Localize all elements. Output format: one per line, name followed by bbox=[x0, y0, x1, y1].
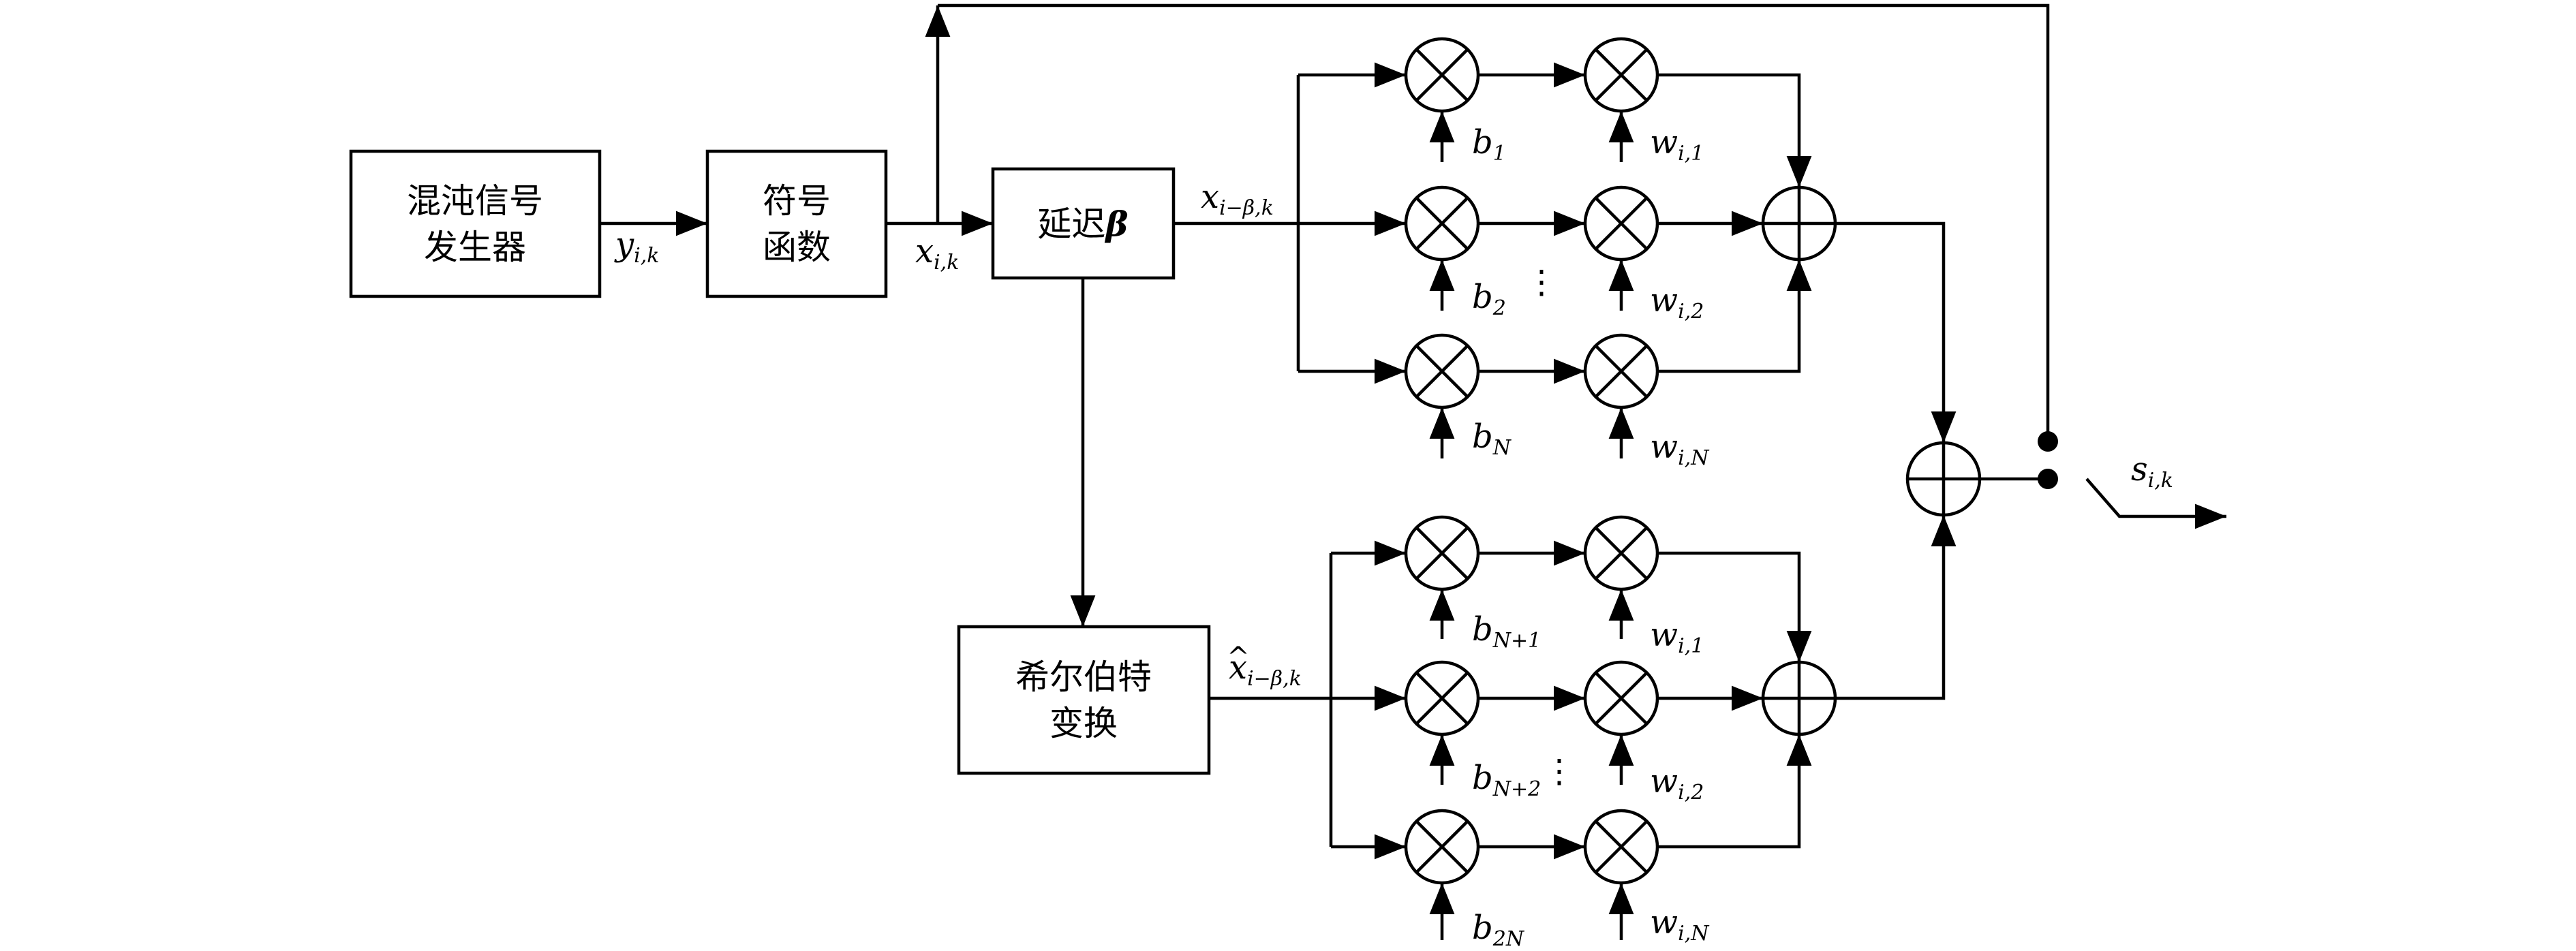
delay-block: 延迟β bbox=[991, 167, 1176, 280]
feedforward-line-top bbox=[938, 3, 2050, 441]
x-hat-accent: ^ bbox=[1227, 642, 1250, 673]
hilbert-label-line1: 希尔伯特 bbox=[1015, 657, 1152, 697]
sign-function-label-line2: 函数 bbox=[763, 228, 831, 267]
delay-label: 延迟β bbox=[1037, 204, 1128, 244]
weight-wi1-lower-label: wi,1 bbox=[1650, 616, 1704, 658]
summer-final bbox=[1905, 441, 1982, 517]
coef-b1-label: b1 bbox=[1472, 123, 1506, 166]
weight-wi1-upper-label: wi,1 bbox=[1650, 123, 1704, 166]
summer-upper bbox=[1761, 185, 1837, 262]
coef-b2-label: b2 bbox=[1472, 278, 1506, 320]
weight-wi2-lower-label: wi,2 bbox=[1650, 762, 1704, 805]
multiplier-bN2 bbox=[1404, 660, 1480, 736]
sign-function-label-line1: 符号 bbox=[763, 181, 831, 221]
switch-output-arrow bbox=[2085, 478, 2226, 529]
multiplier-wN-lower bbox=[1583, 809, 1659, 885]
multiplier-b2 bbox=[1404, 185, 1480, 262]
signal-y-label: yi,k bbox=[614, 225, 659, 268]
multiplier-w2-upper bbox=[1583, 185, 1659, 262]
chaos-generator-label-line1: 混沌信号 bbox=[407, 181, 543, 221]
signal-x-hat-label: xi−β,k bbox=[1229, 649, 1302, 691]
weight-wiN-lower-label: wi,N bbox=[1650, 903, 1710, 946]
multiplier-w2-lower bbox=[1583, 660, 1659, 736]
hilbert-transform-block: 希尔伯特 变换 bbox=[957, 625, 1211, 775]
multiplier-b2N bbox=[1404, 809, 1480, 885]
signal-x-delayed-label: xi−β,k bbox=[1201, 178, 1274, 220]
lower-ellipsis: ⋮ bbox=[1543, 752, 1576, 790]
coef-b2N-label: b2N bbox=[1472, 909, 1525, 951]
output-switch bbox=[2038, 431, 2226, 529]
coef-bN2-label: bN+2 bbox=[1472, 759, 1541, 801]
signal-s-label: si,k bbox=[2131, 450, 2173, 493]
lower-branch: bN+1 bN+2 b2N wi,1 wi,2 wi,N ⋮ bbox=[1209, 515, 1837, 951]
sign-function-block: 符号 函数 bbox=[705, 149, 888, 298]
upper-sum-to-final bbox=[1835, 221, 1957, 443]
multiplier-w1-upper bbox=[1583, 37, 1659, 113]
summer-lower bbox=[1761, 660, 1837, 736]
weight-wiN-upper-label: wi,N bbox=[1650, 428, 1710, 470]
multiplier-b1 bbox=[1404, 37, 1480, 113]
multiplier-w1-lower bbox=[1583, 515, 1659, 591]
hilbert-label-line2: 变换 bbox=[1049, 704, 1118, 743]
chaos-generator-label-line2: 发生器 bbox=[424, 228, 526, 267]
chaos-signal-generator-block: 混沌信号 发生器 bbox=[349, 149, 602, 298]
coef-bN-label: bN bbox=[1472, 418, 1512, 460]
signal-x-label: xi,k bbox=[915, 232, 959, 275]
upper-ellipsis: ⋮ bbox=[1525, 263, 1558, 301]
weight-wi2-upper-label: wi,2 bbox=[1650, 281, 1704, 324]
lower-sum-to-final bbox=[1835, 515, 1957, 700]
multiplier-bN bbox=[1404, 333, 1480, 409]
multiplier-wN-upper bbox=[1583, 333, 1659, 409]
multiplier-bN1 bbox=[1404, 515, 1480, 591]
coef-bN1-label: bN+1 bbox=[1472, 610, 1541, 653]
upper-branch: b1 b2 bN wi,1 wi,2 wi,N ⋮ bbox=[1174, 37, 1837, 470]
